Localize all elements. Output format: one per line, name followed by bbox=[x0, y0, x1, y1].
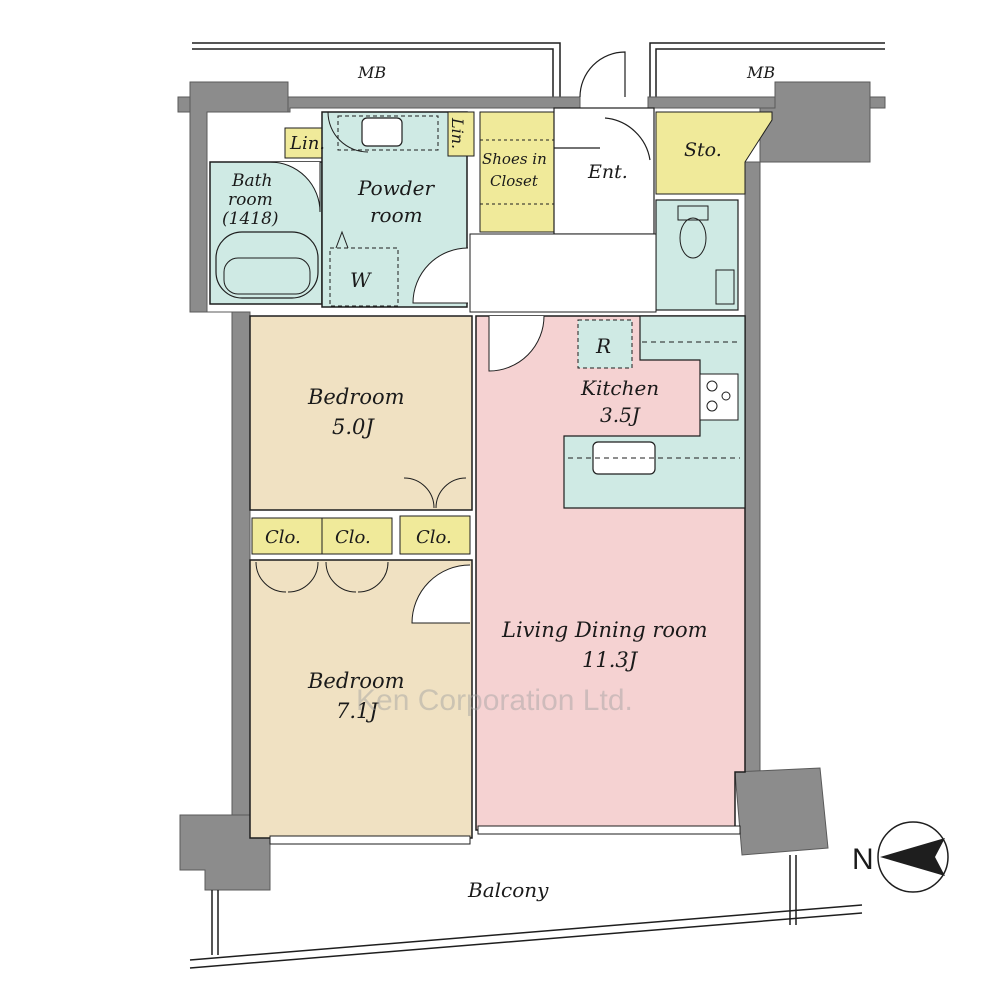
bathroom-label-3: (1418) bbox=[222, 209, 279, 229]
powder-door-arc bbox=[327, 111, 369, 153]
closet-1-label: Clo. bbox=[265, 527, 301, 548]
tap-icon bbox=[335, 230, 349, 249]
storage-label: Sto. bbox=[684, 139, 722, 161]
washer-label: W bbox=[350, 268, 372, 292]
closet-2-label: Clo. bbox=[335, 527, 371, 548]
refrigerator-label: R bbox=[595, 334, 611, 358]
toilet-sink bbox=[715, 269, 735, 305]
kitchen-label-1: Kitchen bbox=[580, 376, 659, 400]
bedroom-bottom-label-2: 7.1J bbox=[336, 699, 379, 723]
linen-left-label: Lin. bbox=[289, 133, 325, 154]
toilet-room bbox=[655, 199, 739, 311]
walls bbox=[177, 81, 886, 891]
toilet-tank bbox=[677, 205, 709, 221]
bathtub bbox=[215, 231, 319, 299]
compass-icon bbox=[877, 821, 949, 893]
bedroom-top-label-1: Bedroom bbox=[307, 385, 405, 409]
toilet-bowl bbox=[679, 217, 707, 259]
shoes-closet bbox=[479, 111, 555, 233]
closet-3-label: Clo. bbox=[416, 527, 452, 548]
watermark: Ken Corporation Ltd. bbox=[356, 684, 633, 717]
living-label-1: Living Dining room bbox=[501, 618, 708, 642]
top-outline bbox=[192, 42, 885, 97]
bedroom-bottom-label-1: Bedroom bbox=[307, 669, 405, 693]
bedroom-door-arc bbox=[411, 564, 471, 624]
closet-3 bbox=[399, 515, 471, 555]
hallway bbox=[469, 233, 657, 313]
shoes-label-2: Closet bbox=[490, 172, 539, 190]
bath-door-arc bbox=[269, 161, 321, 213]
linen-right bbox=[447, 111, 475, 157]
powder-label-1: Powder bbox=[357, 176, 435, 200]
closet-doors-top bbox=[403, 477, 467, 509]
entrance-label: Ent. bbox=[587, 161, 628, 183]
closet-2 bbox=[321, 517, 393, 555]
powder-door-bottom bbox=[412, 247, 469, 304]
living-door-arc bbox=[488, 315, 545, 372]
mb-left-label: MB bbox=[357, 63, 386, 82]
bathroom-label-1: Bath bbox=[231, 171, 272, 191]
storage bbox=[655, 111, 773, 195]
north-label: N bbox=[852, 843, 874, 876]
stove bbox=[699, 373, 739, 421]
bathroom bbox=[209, 161, 323, 305]
linen-left bbox=[284, 127, 329, 159]
shoes-label-1: Shoes in bbox=[482, 150, 547, 168]
entrance-area bbox=[553, 51, 655, 235]
vanity bbox=[337, 115, 439, 151]
balcony-label: Balcony bbox=[467, 878, 549, 902]
bathroom-label-2: room bbox=[228, 190, 273, 210]
sink bbox=[361, 117, 403, 147]
balcony-outline bbox=[189, 855, 863, 969]
closet-1 bbox=[251, 517, 323, 555]
kitchen-label-2: 3.5J bbox=[600, 403, 641, 427]
bedroom-top bbox=[249, 315, 473, 511]
living-label-2: 11.3J bbox=[582, 648, 639, 672]
powder-label-2: room bbox=[370, 203, 423, 227]
windows bbox=[269, 825, 741, 845]
mb-right-label: MB bbox=[746, 63, 775, 82]
bathtub-inner bbox=[223, 257, 311, 295]
refrigerator bbox=[577, 319, 633, 369]
bedroom-top-label-2: 5.0J bbox=[332, 415, 375, 439]
closet-doors-bottom bbox=[255, 561, 389, 593]
linen-right-label: Lin. bbox=[448, 117, 467, 149]
